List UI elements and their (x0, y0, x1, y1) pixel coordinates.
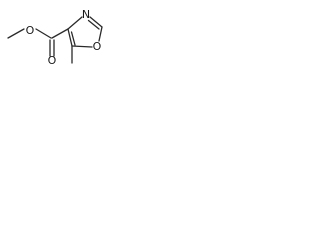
bond-c4-c5-inner (70, 31, 76, 46)
bonds (7, 16, 103, 64)
bond-methyl-ester-oxygen (7, 28, 25, 39)
bond-n3-c2-inner (87, 19, 100, 30)
bond-c4-n3 (67, 16, 83, 30)
bond-carbonyl-carbon-c4 (51, 28, 69, 39)
atom-ring-nitrogen: N (82, 8, 90, 21)
bond-c2-o1 (98, 26, 103, 42)
atom-labels: O O N O (26, 8, 102, 67)
bond-ester-oxygen-carbonyl-carbon (35, 28, 52, 39)
atom-ester-oxygen: O (26, 24, 35, 37)
bond-o1-c5 (71, 45, 93, 48)
atom-carbonyl-oxygen: O (48, 54, 57, 67)
chemical-structure-diagram: O O N O (7, 8, 103, 67)
bond-c4-c5 (67, 28, 73, 47)
bond-n3-c2 (89, 16, 103, 28)
atom-ring-oxygen: O (93, 40, 102, 53)
